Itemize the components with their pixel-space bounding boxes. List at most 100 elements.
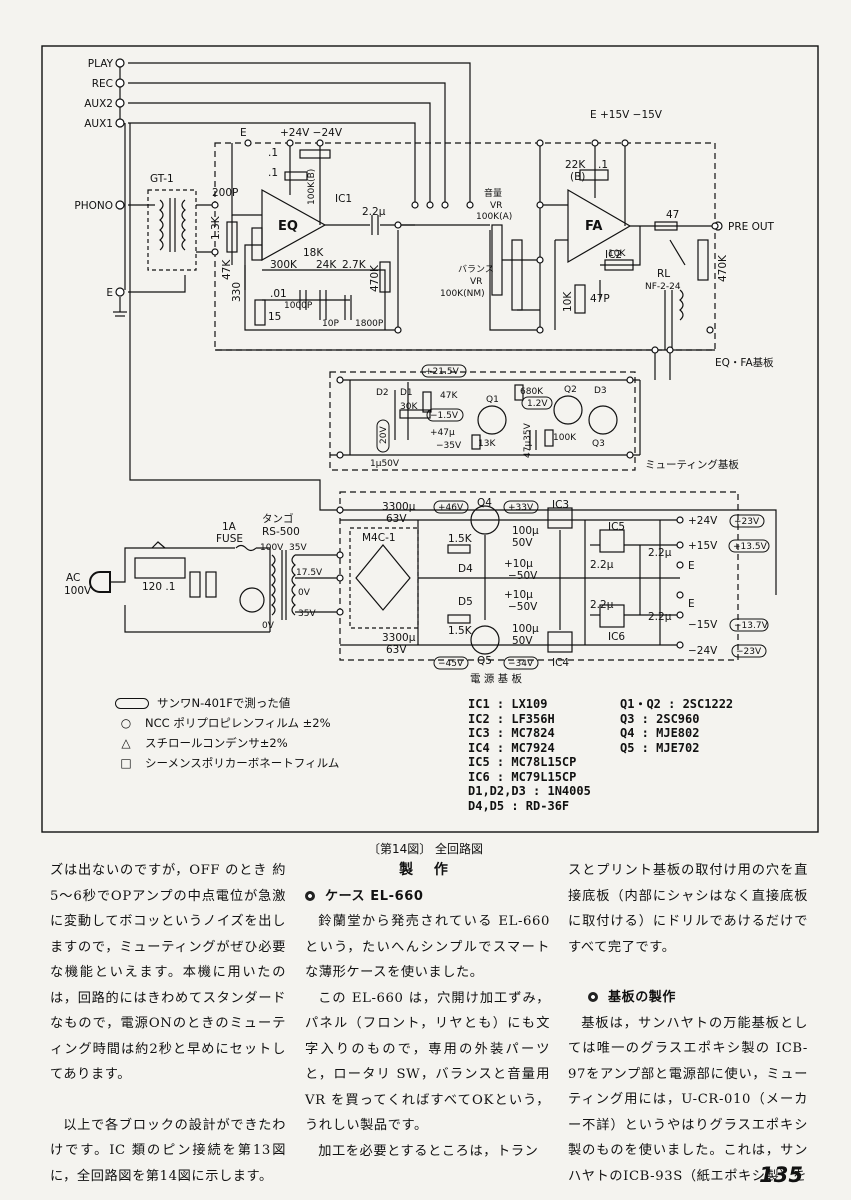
fa-c01-label: .1 bbox=[598, 159, 608, 171]
r15ka-label: 1.5K bbox=[448, 533, 473, 545]
part-row: IC3 : MC7824 bbox=[468, 726, 555, 740]
c100ua-label: 100μ bbox=[512, 525, 539, 537]
ac-label: AC bbox=[66, 572, 80, 584]
part-row: IC5 : MC78L15CP bbox=[468, 755, 577, 769]
meas-135p-label: +13.5V bbox=[733, 542, 768, 552]
ic3-label: IC3 bbox=[552, 499, 569, 511]
fuse-a-label: 1A bbox=[222, 521, 237, 533]
d4-label: D4 bbox=[458, 563, 473, 575]
paragraph: 基板は，サンハヤトの万能基板としては唯一のグラスエポキシ製の ICB-97をアン… bbox=[568, 1015, 808, 1184]
bal-value-label: 100K(NM) bbox=[440, 289, 485, 299]
mute-v215-label: +21.5V bbox=[425, 367, 460, 377]
eq-r300k-label: 300K bbox=[270, 259, 298, 271]
paragraph: スとプリント基板の取付け用の穴を直接底板（内部にシャシはなく直接底板に取付ける）… bbox=[568, 863, 808, 955]
c3300a-label: 3300μ bbox=[382, 501, 416, 513]
fa-relay-label: NF-2-24 bbox=[645, 282, 681, 292]
muting-board-label: ミューティング基板 bbox=[645, 458, 739, 471]
out-24p-label: +24V bbox=[688, 515, 718, 527]
fa-rl-label: RL bbox=[657, 268, 670, 280]
eq-r15-label: 15 bbox=[268, 311, 281, 323]
mute-c1u50-label: 1μ50V bbox=[370, 459, 400, 469]
text-column-2: 製 作 ケース EL-660 鈴蘭堂から発売されている EL-660 という，た… bbox=[305, 858, 550, 1164]
fuse-label: FUSE bbox=[216, 533, 243, 545]
eq-c01b-label: .1 bbox=[268, 167, 278, 179]
v50b-label: 50V bbox=[512, 635, 533, 647]
paragraph: ズは出ないのですが，OFF のとき 約5～6秒でOPアンプの中点電位が急激に変動… bbox=[50, 863, 286, 1082]
fa-r10ka-label: 10K bbox=[608, 249, 626, 259]
paragraph: 鈴蘭堂から発売されている EL-660 という，たいへんシンプルでスマートな薄形… bbox=[305, 914, 550, 980]
fa-r10kb-label: 10K bbox=[562, 291, 574, 312]
ic6-label: IC6 bbox=[608, 631, 625, 643]
subsection-heading-text: ケース EL-660 bbox=[325, 888, 424, 904]
text-column-3: スとプリント基板の取付け用の穴を直接底板（内部にシャシはなく直接底板に取付ける）… bbox=[568, 858, 808, 1189]
mute-q3-label: Q3 bbox=[592, 439, 605, 449]
input-aux1-label: AUX1 bbox=[84, 118, 113, 130]
subsection-heading: ケース EL-660 bbox=[305, 884, 550, 910]
part-row: IC4 : MC7924 bbox=[468, 740, 555, 755]
eq-ic-label: IC1 bbox=[335, 193, 352, 205]
mute-v12-label: 1.2V bbox=[527, 399, 548, 409]
tr-v175-label: 17.5V bbox=[296, 568, 323, 578]
eq-r27k-label: 2.7K bbox=[342, 259, 367, 271]
eq-c10p-label: 10P bbox=[322, 319, 339, 329]
out-15m-label: −15V bbox=[688, 619, 718, 631]
r15kb-label: 1.5K bbox=[448, 625, 473, 637]
tr-brand-label: タンゴ bbox=[262, 512, 294, 525]
meas-23p-label: +23V bbox=[734, 517, 760, 527]
input-play-label: PLAY bbox=[88, 58, 114, 70]
eq-opamp-label: EQ bbox=[278, 219, 298, 234]
mute-c47u-label: +47μ bbox=[430, 428, 455, 438]
tr-v100-label: 100V bbox=[260, 543, 284, 553]
input-aux2-label: AUX2 bbox=[84, 98, 113, 110]
mute-m35-label: −35V bbox=[436, 441, 462, 451]
out-e1-label: E bbox=[688, 560, 695, 572]
mute-r680k-label: 680K bbox=[520, 387, 544, 397]
eq-r18k-label: 18K bbox=[303, 247, 324, 259]
fa-opamp-label: FA bbox=[585, 219, 602, 234]
mute-r13k-label: 13K bbox=[478, 439, 496, 449]
v50d-label: −50V bbox=[508, 601, 538, 613]
c22d-label: 2.2μ bbox=[648, 611, 672, 623]
eq-r100kb-label: 100K(B) bbox=[307, 169, 317, 205]
part-row: Q4 : MJE802 bbox=[620, 726, 700, 740]
part-row: IC1 : LX109 bbox=[468, 697, 548, 711]
figure-caption: 〔第14図〕 全回路図 bbox=[367, 842, 484, 856]
input-phono-label: PHONO bbox=[74, 200, 113, 212]
vol-label: 音量 bbox=[484, 187, 502, 199]
parts-list-q: Q1・Q2 : 2SC1222 Q3 : 2SC960 Q4 : MJE802 … bbox=[620, 697, 733, 755]
part-row: D4,D5 : RD-36F bbox=[468, 798, 570, 813]
parts-list-ic: IC1 : LX109 IC2 : LF356H IC3 : MC7824 IC… bbox=[468, 697, 591, 813]
m46-label: −45V bbox=[438, 659, 464, 669]
mute-c47u35-label: 47μ35V bbox=[523, 422, 533, 458]
legend-text: NCC ポリプロピレンフィルム ±2% bbox=[145, 716, 331, 730]
vol-vr-label: VR bbox=[490, 201, 502, 211]
subsection-heading-text: 基板の製作 bbox=[608, 990, 677, 1005]
vol-value-label: 100K(A) bbox=[476, 212, 512, 222]
tr-model-label: RS-500 bbox=[262, 526, 300, 538]
meas-23m-label: −23V bbox=[736, 647, 762, 657]
legend-row-ncc: ○ NCC ポリプロピレンフィルム ±2% bbox=[115, 713, 339, 733]
c3300b-label: 3300μ bbox=[382, 632, 416, 644]
c10ub-label: +10μ bbox=[504, 589, 533, 601]
eq-r330-label: 330 bbox=[231, 282, 243, 302]
part-row: Q1・Q2 : 2SC1222 bbox=[620, 697, 734, 711]
mute-r30k-label: 30K bbox=[400, 402, 418, 412]
fa-r47-label: 47 bbox=[666, 209, 679, 221]
eq-rails-label: +24V −24V bbox=[280, 127, 343, 139]
ac-v-label: 100V bbox=[64, 585, 92, 597]
c120-label: 120 .1 bbox=[142, 581, 175, 593]
c22a-label: 2.2μ bbox=[590, 559, 614, 571]
circle-symbol: ○ bbox=[120, 716, 132, 730]
c22c-label: 2.2μ bbox=[590, 599, 614, 611]
section-heading: 製 作 bbox=[399, 862, 456, 878]
d5-label: D5 bbox=[458, 596, 473, 608]
paragraph: この EL-660 は，穴開け加工ずみ，パネル（フロント，リヤとも）にも文字入り… bbox=[305, 990, 550, 1134]
subsection-heading: 基板の製作 bbox=[568, 985, 808, 1011]
pill-symbol bbox=[115, 697, 149, 709]
c10ua-label: +10μ bbox=[504, 558, 533, 570]
eq-fa-board-label: EQ・FA基板 bbox=[715, 356, 774, 369]
c100ub-label: 100μ bbox=[512, 623, 539, 635]
text-column-1: ズは出ないのですが，OFF のとき 約5～6秒でOPアンプの中点電位が急激に変動… bbox=[50, 858, 286, 1189]
v50a-label: 50V bbox=[512, 537, 533, 549]
legend-text: サンワN-401Fで測った値 bbox=[157, 696, 291, 710]
